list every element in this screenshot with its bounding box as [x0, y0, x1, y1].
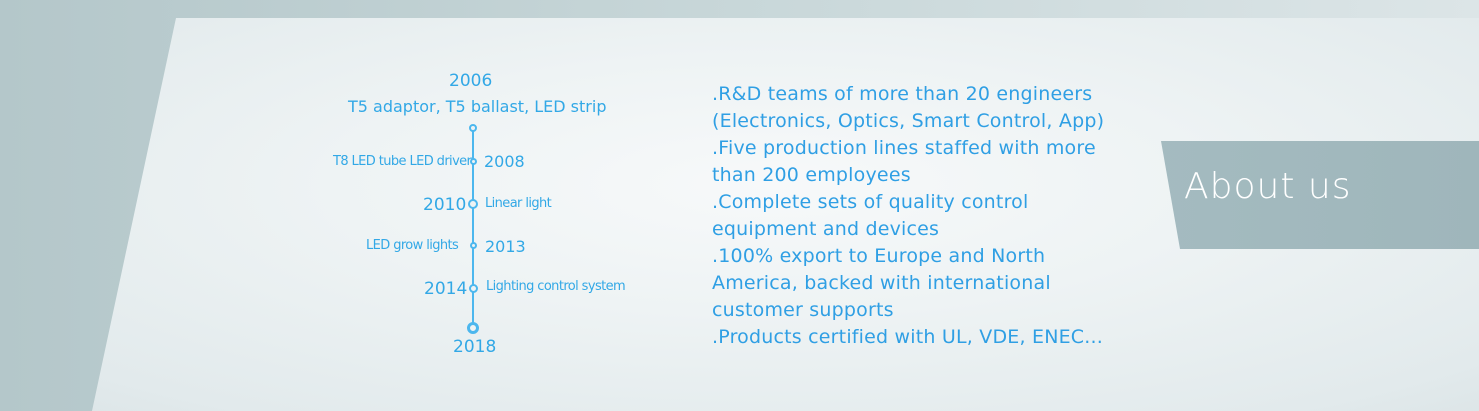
feature-line: .R&D teams of more than 20 engineers	[712, 83, 1093, 105]
feature-line: America, backed with international	[712, 272, 1051, 294]
timeline-label-2006: T5 adaptor, T5 ballast, LED strip	[348, 97, 607, 116]
feature-line: (Electronics, Optics, Smart Control, App…	[712, 110, 1105, 132]
timeline-year-2008: 2008	[484, 152, 525, 171]
about-us-heading: About us	[1184, 166, 1352, 207]
feature-line: .Products certified with UL, VDE, ENEC..…	[712, 326, 1103, 348]
timeline-year-2014: 2014	[424, 279, 468, 299]
timeline-marker-2014	[469, 284, 478, 293]
timeline-label-2008: T8 LED tube LED driver	[333, 154, 472, 169]
feature-line: customer supports	[712, 299, 894, 321]
timeline-label-2014: Lighting control system	[486, 279, 626, 294]
feature-line: .100% export to Europe and North	[712, 245, 1046, 267]
timeline-axis	[472, 128, 474, 328]
timeline-label-2010: Linear light	[485, 196, 552, 211]
feature-line: .Five production lines staffed with more	[712, 137, 1096, 159]
timeline-year-2010: 2010	[423, 195, 467, 215]
timeline-marker-2008	[470, 158, 477, 165]
timeline-marker-2018	[467, 322, 479, 334]
feature-list: .R&D teams of more than 20 engineers (El…	[712, 81, 1104, 351]
feature-line: .Complete sets of quality control	[712, 191, 1029, 213]
timeline-label-2013: LED grow lights	[366, 238, 459, 253]
timeline-marker-2006	[469, 124, 477, 132]
feature-line: than 200 employees	[712, 164, 911, 186]
timeline-year-2013: 2013	[485, 237, 526, 256]
timeline-marker-2010	[468, 199, 478, 209]
feature-line: equipment and devices	[712, 218, 940, 240]
timeline-year-2006: 2006	[449, 71, 493, 91]
timeline-year-2018: 2018	[453, 337, 497, 357]
timeline-marker-2013	[470, 242, 477, 249]
